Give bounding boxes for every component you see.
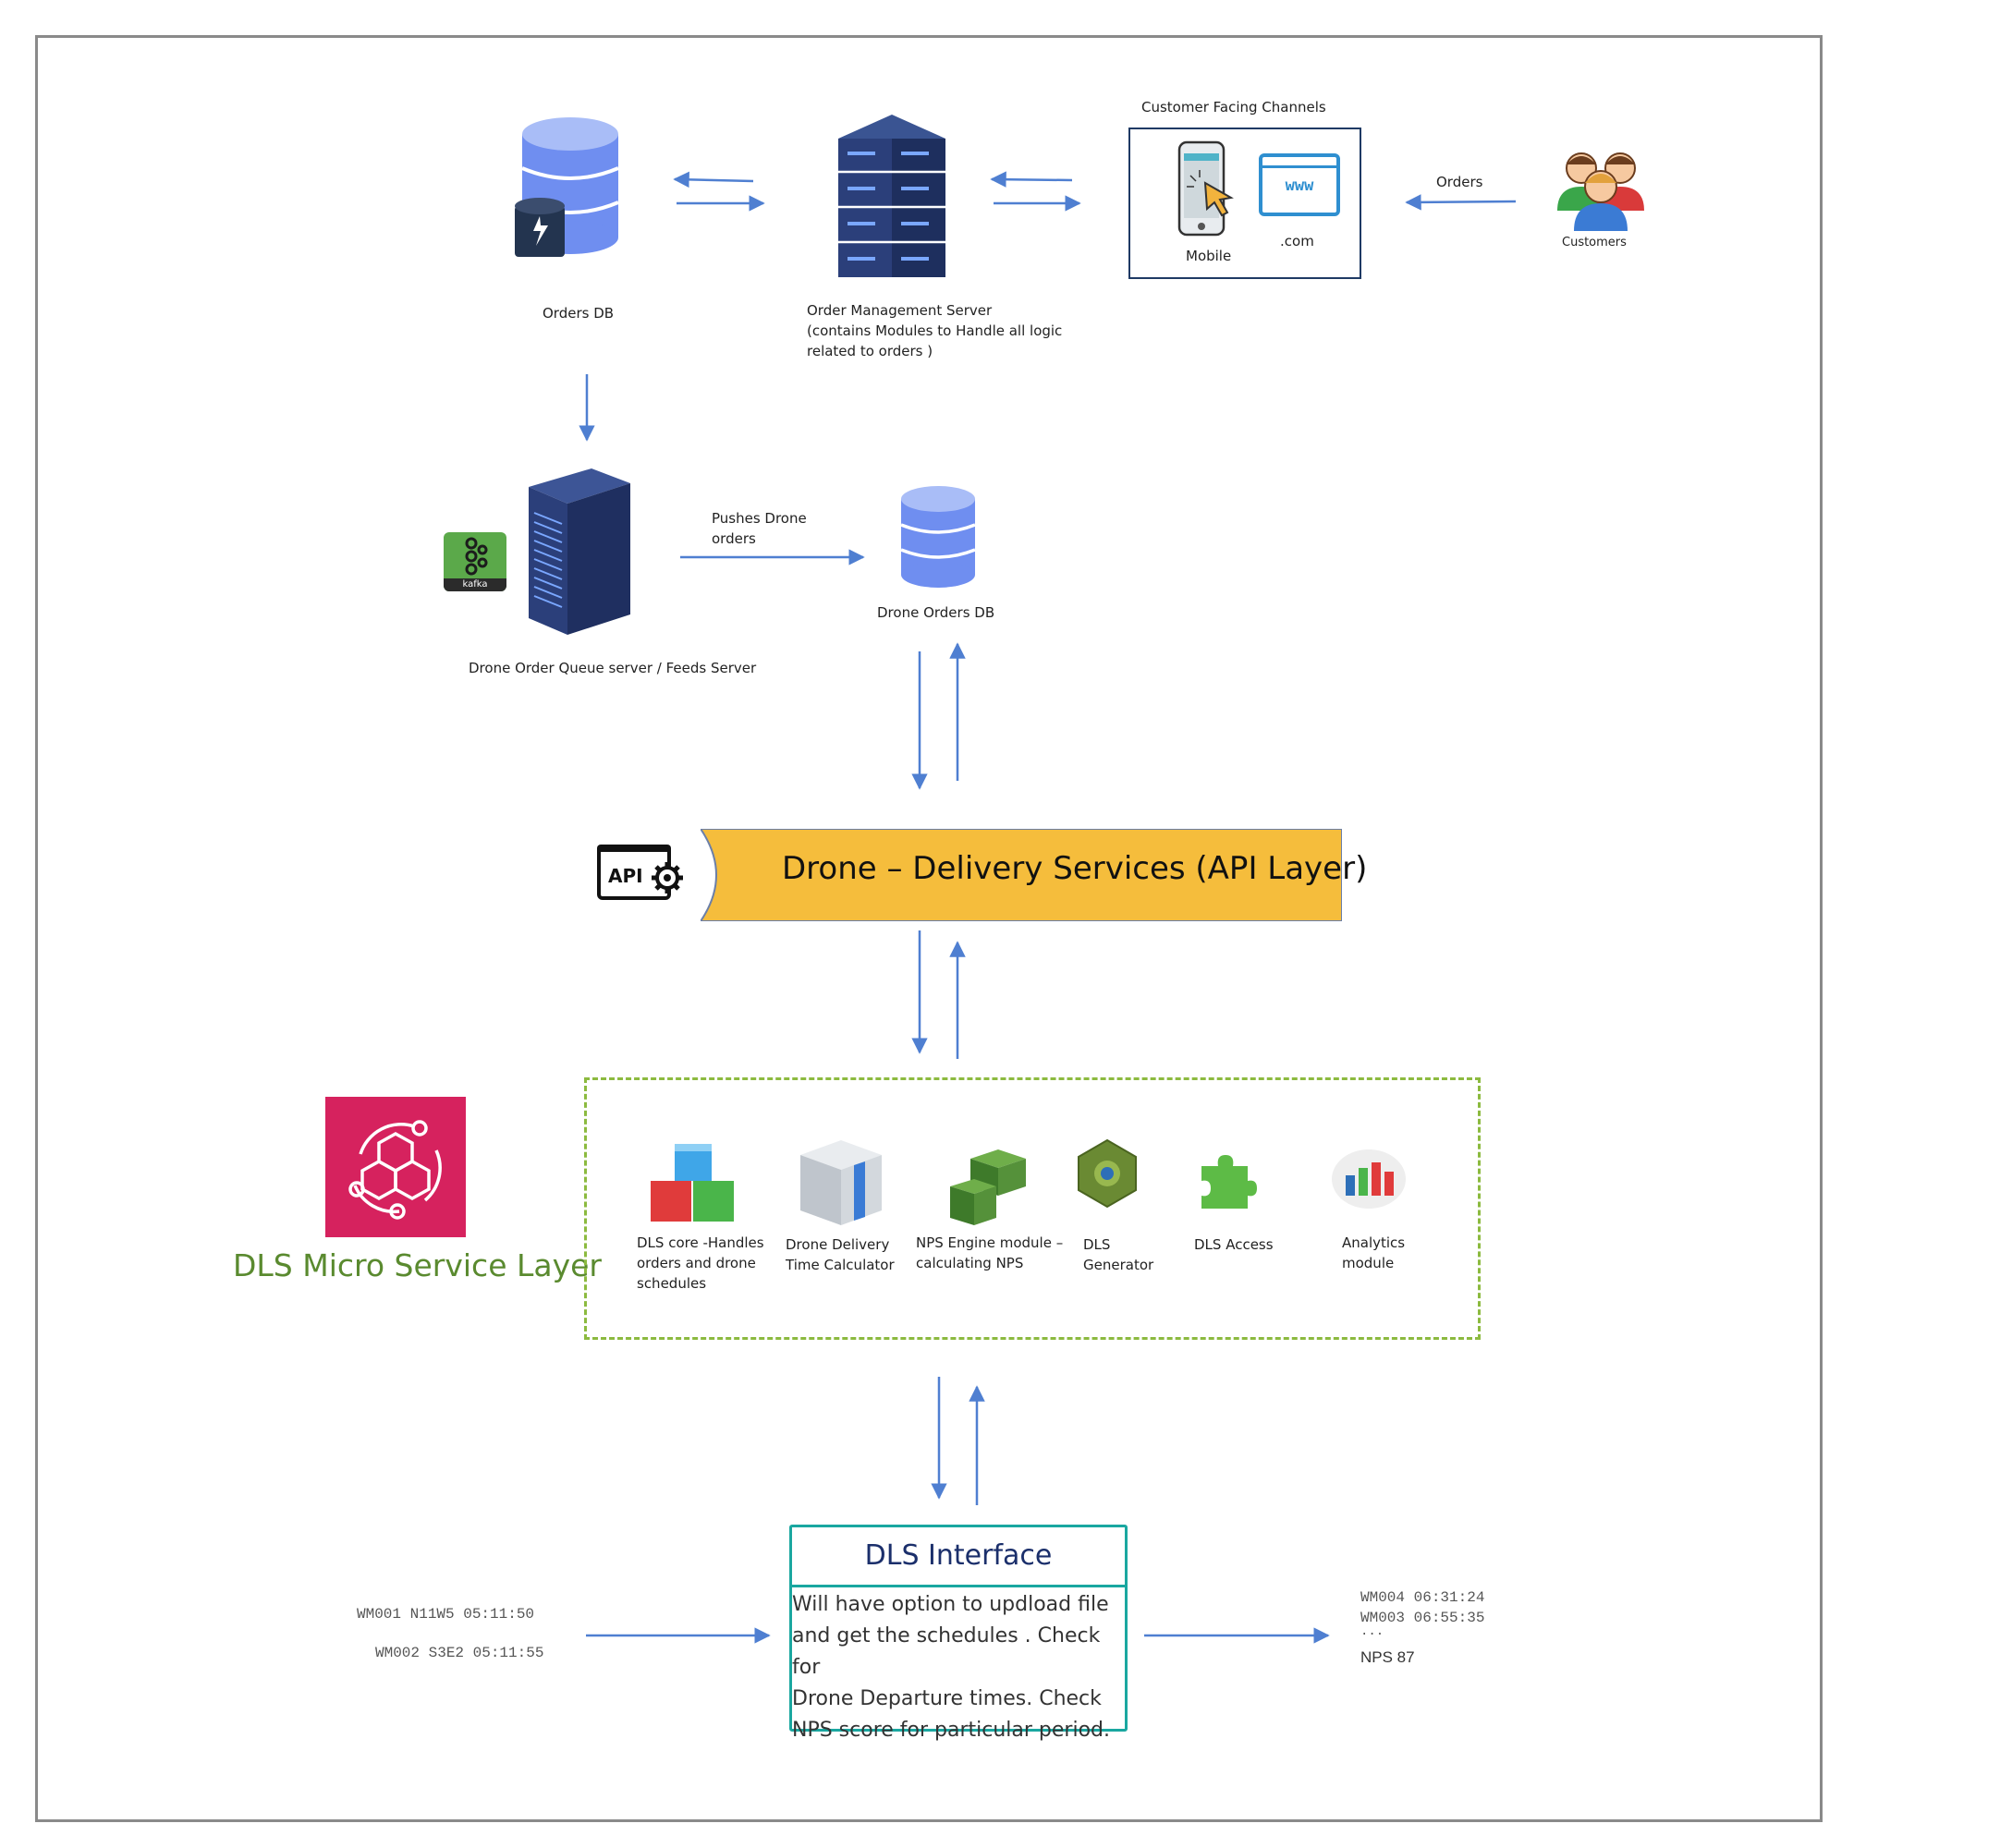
orders-db-icon	[515, 117, 619, 257]
web-label: .com	[1280, 233, 1314, 249]
arrow-channels-to-oms	[990, 171, 1073, 188]
push-orders-label: Pushes Drone orders	[712, 510, 807, 547]
module-nps-engine-label: NPS Engine module – calculating NPS	[916, 1234, 1064, 1271]
drone-orders-db-icon	[900, 486, 976, 588]
diagram-frame	[35, 35, 1823, 1822]
api-badge: API	[597, 845, 684, 904]
mobile-icon	[1177, 140, 1234, 237]
dls-interface-description: Will have option to updload file and get…	[792, 1593, 1111, 1742]
queue-server-label: Drone Order Queue server / Feeds Server	[469, 660, 757, 676]
arrow-customers-orders	[1405, 194, 1517, 211]
module-dls-core-label: DLS core -Handles orders and drone sched…	[637, 1234, 764, 1292]
dls-generator-hexagon-icon	[1078, 1138, 1137, 1209]
channels-title: Customer Facing Channels	[1141, 99, 1326, 116]
queue-server-icon	[529, 468, 630, 635]
mobile-label: Mobile	[1186, 248, 1232, 264]
dls-interface-box: DLS Interface Will have option to updloa…	[789, 1525, 1128, 1742]
dls-layer-title: DLS Micro Service Layer	[233, 1247, 602, 1283]
output-ellipsis: ...	[1360, 1624, 1384, 1639]
order-management-server-icon	[838, 115, 945, 277]
kafka-logo: kafka	[444, 532, 506, 591]
web-browser-icon: www	[1259, 153, 1340, 216]
dls-core-cubes-icon	[651, 1144, 734, 1222]
dls-access-puzzle-icon	[1201, 1155, 1257, 1209]
microservices-container	[584, 1077, 1481, 1340]
nps-engine-cubes-icon	[950, 1149, 1026, 1225]
nps-score: NPS 87	[1360, 1648, 1415, 1666]
orders-arrow-label: Orders	[1436, 174, 1483, 190]
dls-microservice-logo	[325, 1097, 466, 1237]
orders-db-label: Orders DB	[543, 305, 615, 322]
customers-label: Customers	[1562, 236, 1627, 249]
drone-orders-db-label: Drone Orders DB	[877, 604, 995, 621]
kafka-icon	[465, 537, 488, 576]
customers-icon	[1557, 152, 1644, 231]
gear-icon	[652, 862, 683, 894]
output-record-2: WM003 06:55:35	[1360, 1610, 1485, 1626]
oms-label: Order Management Server (contains Module…	[807, 302, 1063, 359]
input-record-2: WM002 S3E2 05:11:55	[375, 1645, 544, 1661]
output-record-1: WM004 06:31:24	[1360, 1589, 1485, 1606]
analytics-chart-icon	[1332, 1149, 1406, 1209]
module-dls-access-label: DLS Access	[1194, 1236, 1274, 1253]
dls-interface-title: DLS Interface	[792, 1527, 1125, 1587]
arrow-oms-to-db	[673, 171, 754, 188]
api-layer-title: Drone – Delivery Services (API Layer)	[782, 850, 1368, 887]
input-record-1: WM001 N11W5 05:11:50	[357, 1606, 535, 1623]
api-layer-banner	[701, 829, 1342, 921]
module-analytics-label: Analytics module	[1342, 1234, 1406, 1271]
module-time-calculator-label: Drone Delivery Time Calculator	[786, 1236, 895, 1273]
customer-channels-box	[1128, 128, 1361, 279]
time-calculator-box-icon	[800, 1140, 882, 1225]
module-dls-generator-label: DLS Generator	[1083, 1236, 1154, 1273]
microservices-icon	[348, 1120, 442, 1220]
